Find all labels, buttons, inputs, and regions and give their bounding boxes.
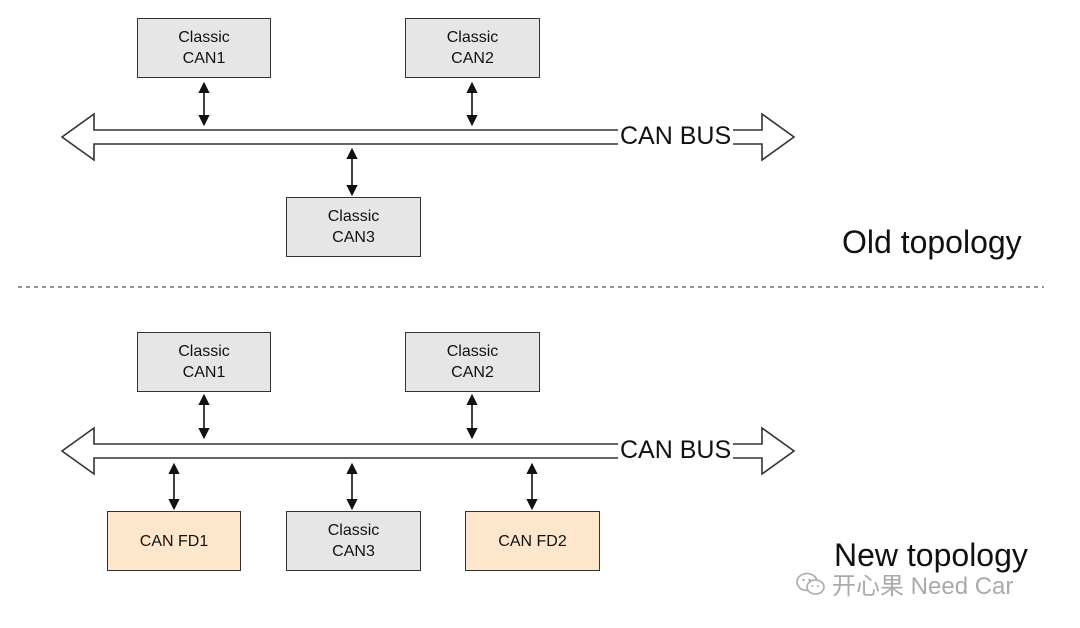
node-label-line1: CAN FD1 [139,532,209,550]
node-label-line1: Classic [178,343,230,360]
new-topology-caption: New topology [834,537,1028,573]
old-node-classic-can3: Classic CAN3 [286,197,421,257]
node-label-line1: Classic [178,29,230,46]
new-node-can-fd1: CAN FD1 [107,511,241,571]
node-label-line1: Classic [327,208,380,225]
old-node-classic-can2: Classic CAN2 [405,18,540,78]
old-topology-caption: Old topology [842,224,1022,260]
new-node-classic-can3: Classic CAN3 [286,511,421,571]
new-node-classic-can1: Classic CAN1 [137,332,271,392]
node-label-line2: CAN1 [182,50,226,67]
node-label-line1: Classic [327,522,380,539]
watermark-text: 开心果 Need Car [832,573,1014,600]
node-label-line2: CAN3 [332,543,375,560]
watermark: 开心果 Need Car [796,566,1013,601]
node-label-line2: CAN1 [182,364,226,381]
node-label-line2: CAN2 [451,50,494,67]
node-label-line2: CAN2 [451,364,494,381]
new-node-can-fd2: CAN FD2 [465,511,600,571]
node-label-line1: Classic [446,343,499,360]
node-label-line1: Classic [446,29,499,46]
old-can-bus-arrow [60,112,796,162]
wechat-icon [796,572,825,595]
new-bus-label: CAN BUS [618,435,734,465]
new-can-bus-arrow [60,426,796,476]
old-bus-label: CAN BUS [618,121,734,151]
node-label-line2: CAN3 [332,229,375,246]
old-node-classic-can1: Classic CAN1 [137,18,271,78]
node-label-line1: CAN FD2 [498,532,567,550]
new-node-classic-can2: Classic CAN2 [405,332,540,392]
